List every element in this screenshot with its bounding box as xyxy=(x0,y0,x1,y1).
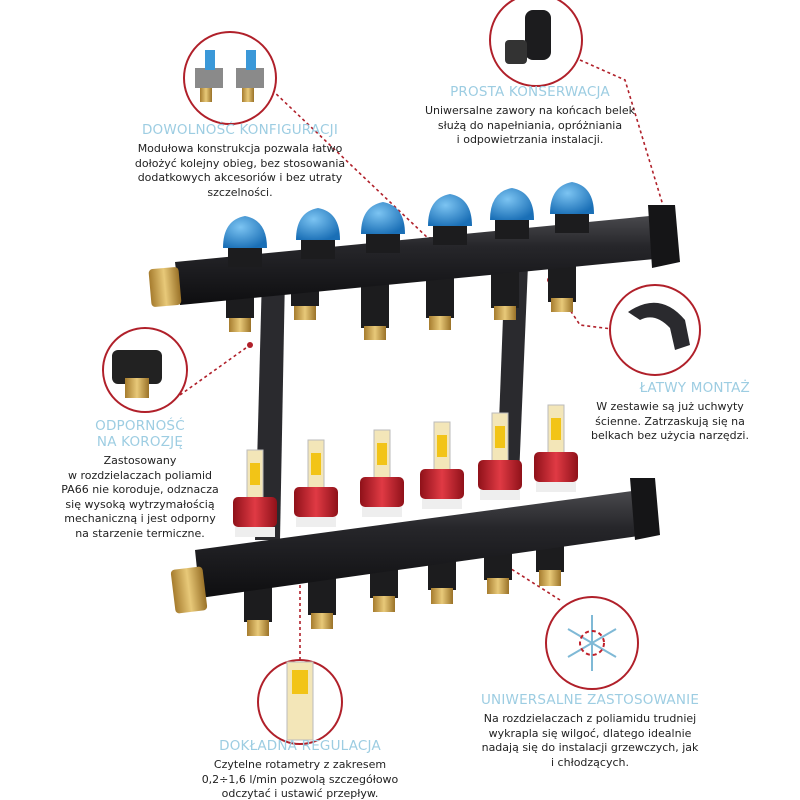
blue-valve-caps xyxy=(223,182,594,267)
feature-heading: UNIWERSALNE ZASTOSOWANIE xyxy=(480,692,700,708)
feature-text: 0,2÷1,6 l/min pozwolą szczegółowo xyxy=(201,772,399,786)
flow-meters xyxy=(233,404,578,537)
leader-corrosion xyxy=(179,344,251,396)
top-beam xyxy=(148,182,680,340)
leader-configuration xyxy=(271,89,431,241)
detail-rotameter xyxy=(257,659,343,745)
feature-text: ścienne. Zatrzaskują się na xyxy=(595,414,745,428)
feature-text: nadają się do instalacji grzewczych, jak xyxy=(481,741,699,754)
feature-text: się wysoką wytrzymałością xyxy=(65,497,215,511)
feature-text: belkach bez użycia narzędzi. xyxy=(591,429,749,442)
feature-heading: PROSTA KONSERWACJA xyxy=(450,84,610,100)
detail-corrosion xyxy=(102,327,188,413)
feature-text: i chłodzących. xyxy=(551,755,629,769)
feature-maintenance: PROSTA KONSERWACJA Uniwersalne zawory na… xyxy=(415,84,645,148)
feature-heading: NA KOROZJĘ xyxy=(96,434,184,450)
feature-text: wykrapla się wilgoć, dlatego idealnie xyxy=(488,726,692,740)
feature-text: Modułowa konstrukcja pozwala łatwo xyxy=(137,142,343,155)
feature-heading: ŁATWY MONTAŻ xyxy=(639,380,750,396)
feature-text: w rozdzielaczach poliamid xyxy=(67,468,213,482)
feature-text: Uniwersalne zawory na końcach belek xyxy=(424,104,636,117)
feature-configuration: DOWOLNOŚĆ KONFIGURACJI Modułowa konstruk… xyxy=(90,122,390,200)
leader-maintenance xyxy=(579,59,669,223)
detail-fittings xyxy=(183,31,277,125)
feature-text: Na rozdzielaczach z poliamidu trudniej xyxy=(483,712,697,725)
leader-universal xyxy=(504,564,561,601)
leader-mounting xyxy=(549,279,621,331)
feature-text: Zastosowany xyxy=(103,454,177,467)
feature-text: dodatkowych akcesoriów i bez utraty xyxy=(137,171,343,184)
feature-universal: UNIWERSALNE ZASTOSOWANIE Na rozdzielacza… xyxy=(445,692,735,770)
feature-text: mechaniczną i jest odporny xyxy=(64,512,216,525)
feature-text: Czytelne rotametry z zakresem xyxy=(213,758,387,771)
feature-heading: ODPORNOŚĆ xyxy=(95,418,185,434)
bottom-beam xyxy=(170,404,660,636)
leader-lines xyxy=(179,59,669,660)
feature-heading: DOWOLNOŚĆ KONFIGURACJI xyxy=(141,122,339,138)
detail-valve xyxy=(489,0,583,87)
feature-text: szczelności. xyxy=(207,185,273,199)
feature-text: na starzenie termiczne. xyxy=(75,526,205,540)
feature-regulation: DOKŁADNA REGULACJA Czytelne rotametry z … xyxy=(185,738,415,800)
feature-text: służą do napełniania, opróżniania xyxy=(437,118,623,132)
feature-text: i odpowietrzania instalacji. xyxy=(456,133,604,146)
detail-bracket xyxy=(609,284,701,376)
feature-text: dołożyć kolejny obieg, bez stosowania xyxy=(134,156,346,170)
feature-text: W zestawie są już uchwyty xyxy=(596,400,744,413)
feature-text: PA66 nie koroduje, odznacza xyxy=(61,483,219,496)
heat-cool-icon xyxy=(545,596,639,690)
feature-text: odczytać i ustawić przepływ. xyxy=(221,787,379,800)
feature-heading: DOKŁADNA REGULACJA xyxy=(219,738,381,754)
